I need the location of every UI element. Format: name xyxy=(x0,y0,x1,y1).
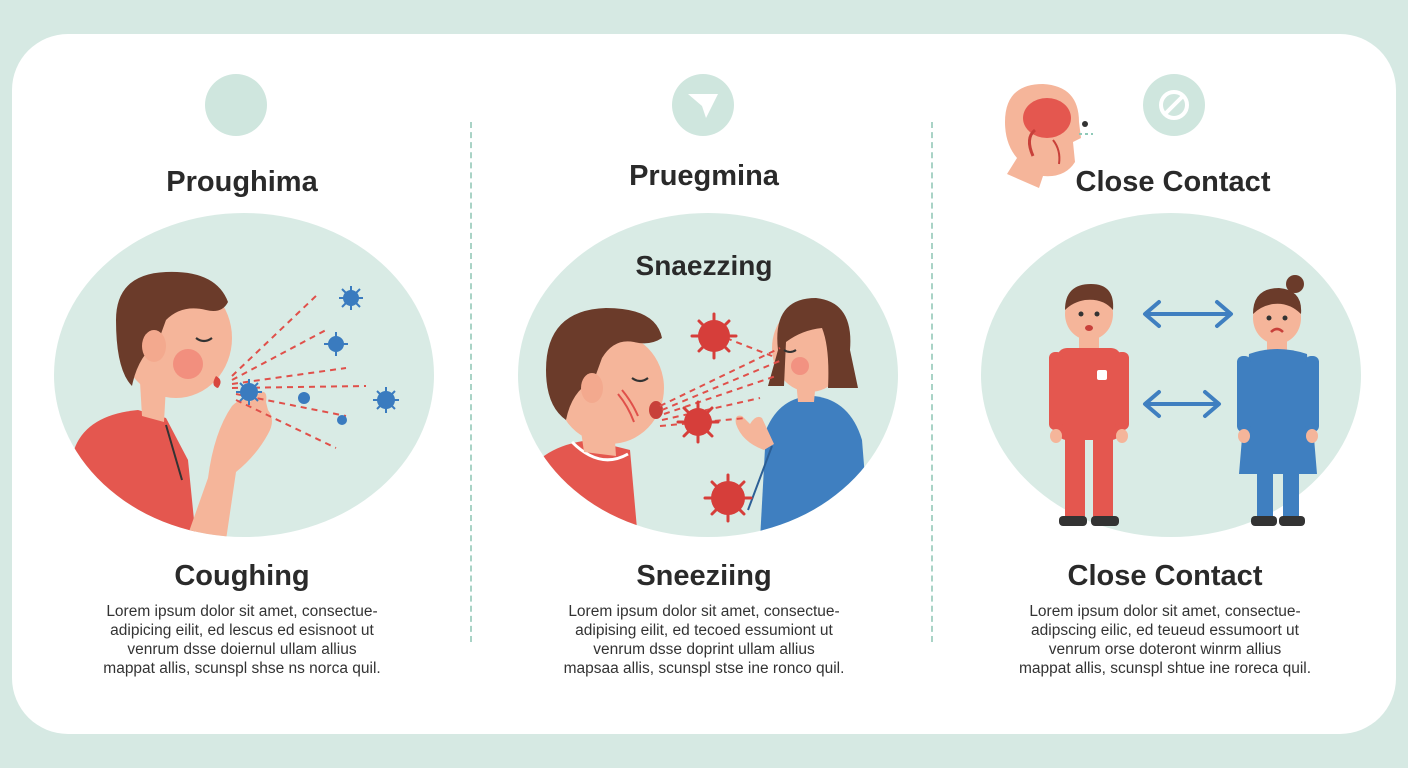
no-contact-icon xyxy=(1143,74,1205,136)
panel-coughing: Proughima xyxy=(12,0,472,768)
panel-description: Lorem ipsum dolor sit amet, consectue- a… xyxy=(935,602,1395,678)
double-arrow-icon xyxy=(1143,390,1221,418)
panel-subtitle: Coughing xyxy=(174,560,310,592)
description-line: adipscing eilic, ed teueud essumoort ut xyxy=(1031,622,1299,639)
scene-label: Snaezzing xyxy=(635,250,773,281)
description-line: venrum dsse doprint ullam allius xyxy=(593,641,815,658)
sneezing-scene xyxy=(518,213,898,537)
virus-icon xyxy=(337,415,347,425)
virus-icon xyxy=(298,392,310,404)
description-line: mapsaa allis, scunspl stse ine ronco qui… xyxy=(563,660,845,677)
panel-title: Proughima xyxy=(166,166,318,198)
description-line: mappat allis, scunspl shtue ine roreca q… xyxy=(1018,660,1312,677)
description-line: mappat allis, scunspl shse ns norca quil… xyxy=(103,660,381,677)
description-line: adipicing eilit, ed lescus ed esisnoot u… xyxy=(110,622,374,639)
coughing-scene xyxy=(54,213,434,537)
panel-title: Close Contact xyxy=(1075,166,1271,198)
panel-subtitle: Close Contact xyxy=(1067,560,1263,592)
divider-left xyxy=(470,122,472,642)
person-red xyxy=(1049,284,1129,526)
person-blue xyxy=(1237,275,1319,526)
double-arrow-icon xyxy=(1143,300,1233,328)
description-line: venrum dsse doiernul ullam allius xyxy=(127,641,357,658)
panel-subtitle: Sneeziing xyxy=(636,560,772,592)
description-line: Lorem ipsum dolor sit amet, consectue- xyxy=(568,603,840,620)
panel-sneezing: Pruegmina xyxy=(474,0,934,768)
panel-description: Lorem ipsum dolor sit amet, consectue- a… xyxy=(12,602,472,678)
divider-right xyxy=(931,122,933,642)
description-line: Lorem ipsum dolor sit amet, consectue- xyxy=(1029,603,1301,620)
panel-close-contact: Close Contact xyxy=(935,0,1395,768)
panel-title: Pruegmina xyxy=(629,160,779,192)
arrow-badge-glyph xyxy=(688,94,718,118)
description-line: venrum orse doteront winrm allius xyxy=(1048,641,1282,658)
no-contact-glyph xyxy=(1159,90,1189,120)
description-line: adipising eilit, ed tecoed essumiont ut xyxy=(575,622,833,639)
arrow-badge-icon xyxy=(672,74,734,136)
close-contact-scene xyxy=(981,213,1361,537)
circle-icon xyxy=(205,74,267,136)
sneezing-head-icon xyxy=(1005,84,1093,188)
panel-description: Lorem ipsum dolor sit amet, consectue- a… xyxy=(474,602,934,678)
description-line: Lorem ipsum dolor sit amet, consectue- xyxy=(106,603,378,620)
